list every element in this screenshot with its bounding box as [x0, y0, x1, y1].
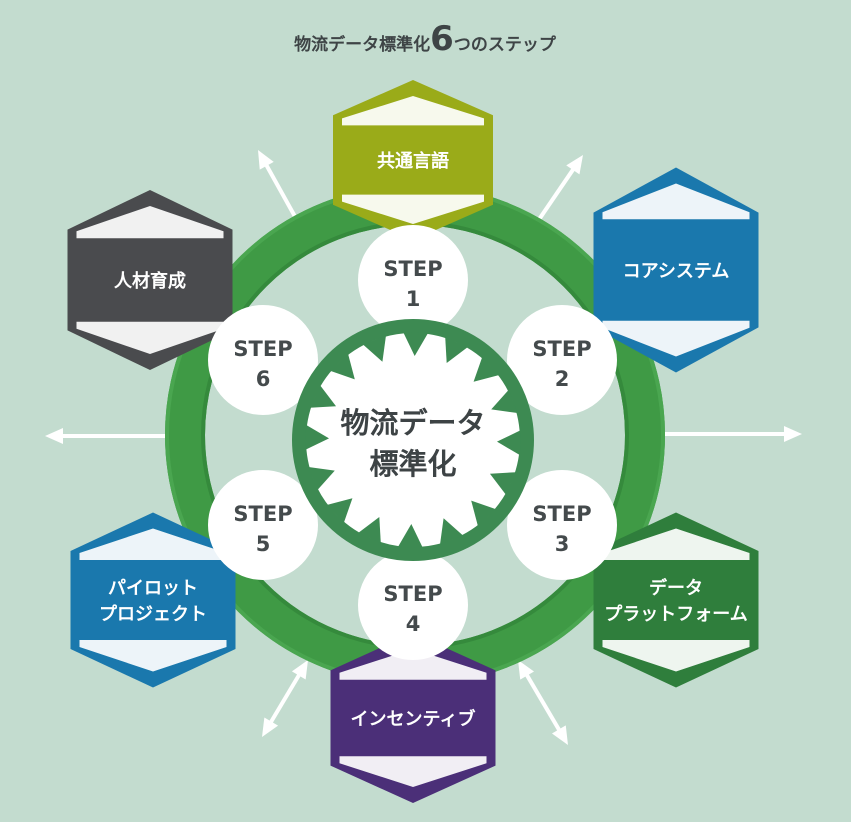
arrow-bottom-left	[262, 660, 308, 737]
gear-tooth	[358, 516, 381, 544]
step-2-number: 2	[555, 367, 570, 391]
hexagon-pilot-project-top-accent	[79, 528, 227, 560]
step-1: STEP 1	[358, 225, 468, 335]
arrow-left-head-start	[45, 428, 63, 444]
arrow-bottom-left-shaft	[267, 670, 303, 727]
gear-tooth	[305, 424, 330, 450]
arrow-top-left-head-start	[258, 150, 274, 170]
gear-tooth	[473, 357, 500, 382]
step-3-circle	[507, 470, 617, 580]
hexagon-incentive: インセンティブ	[330, 633, 496, 803]
title-suffix: つのステップ	[454, 34, 557, 55]
hexagon-data-platform-bottom-accent	[602, 640, 750, 672]
center-gear: 物流データ 標準化	[292, 319, 534, 561]
step-1-number: 1	[406, 287, 421, 311]
hexagon-pilot-project-band	[70, 568, 236, 632]
step-6-circle	[208, 305, 318, 415]
gear-tooth	[445, 336, 468, 364]
title-number: 6	[430, 19, 454, 59]
hexagon-group: 共通言語コアシステムデータプラットフォームインセンティブパイロットプロジェクト人…	[67, 80, 759, 803]
hexagon-common-language-bottom-accent	[342, 194, 484, 224]
step-4-number: 4	[406, 612, 421, 636]
arrow-bottom-left-head-end	[291, 660, 308, 680]
gear-tooth	[403, 332, 429, 357]
gear-tooth	[326, 498, 353, 523]
gear-tooth	[330, 353, 355, 380]
hexagon-talent-development-band	[67, 260, 233, 300]
arrow-bottom-right-head-start	[551, 725, 568, 745]
page-title: 物流データ標準化6つのステップ	[294, 19, 557, 59]
hexagon-core-system-label: コアシステム	[623, 261, 730, 282]
hexagon-common-language: 共通言語	[333, 80, 493, 240]
hexagon-talent-development-bottom-accent	[76, 321, 224, 354]
step-1-word: STEP	[383, 257, 442, 281]
hexagon-common-language-band	[333, 140, 493, 180]
step-5-word: STEP	[233, 502, 292, 526]
title-prefix: 物流データ標準化	[294, 34, 430, 55]
center-label-line1: 物流データ	[340, 406, 485, 440]
step-6-number: 6	[256, 367, 271, 391]
hexagon-incentive-band	[330, 698, 496, 738]
step-5-number: 5	[256, 532, 271, 556]
gear-tooth	[489, 472, 517, 495]
arrow-bottom-right-head-end	[518, 660, 535, 680]
hexagon-data-platform-label: プラットフォーム	[604, 603, 747, 625]
step-5-circle	[208, 470, 318, 580]
gear-tooth	[491, 389, 518, 413]
step-3-number: 3	[555, 532, 570, 556]
step-5: STEP 5	[208, 470, 318, 580]
arrow-bottom-left-head-start	[262, 717, 279, 737]
hexagon-incentive-top-accent	[339, 649, 487, 680]
hexagon-talent-development: 人材育成	[67, 190, 233, 370]
arrow-bottom-right-shaft	[523, 671, 563, 734]
hexagon-core-system-top-accent	[602, 183, 750, 220]
center-gear-face	[333, 360, 493, 520]
center-gear-teeth	[305, 332, 521, 548]
hexagon-pilot-project-bottom-accent	[79, 640, 227, 672]
arrow-top-right-head-start	[566, 155, 583, 175]
step-4-word: STEP	[383, 582, 442, 606]
hexagon-data-platform-label: データ	[649, 577, 703, 599]
hexagon-data-platform-band	[593, 568, 759, 632]
hexagon-core-system-band	[593, 250, 759, 290]
step-4-circle	[358, 550, 468, 660]
step-3: STEP 3	[507, 470, 617, 580]
step-2-circle	[507, 305, 617, 415]
arrow-right-head-end	[784, 426, 802, 442]
hexagon-pilot-project-label: プロジェクト	[99, 603, 207, 625]
arrow-bottom-right	[518, 660, 568, 745]
hexagon-pilot-project-label: パイロット	[108, 578, 198, 599]
hexagon-common-language-label: 共通言語	[377, 150, 449, 172]
gear-tooth	[309, 385, 337, 408]
hexagon-core-system: コアシステム	[593, 167, 759, 373]
center-label-line2: 標準化	[369, 447, 456, 481]
hexagon-incentive-bottom-accent	[339, 756, 487, 787]
step-3-word: STEP	[532, 502, 591, 526]
step-6-word: STEP	[233, 337, 292, 361]
hexagon-data-platform-top-accent	[602, 528, 750, 560]
hexagon-talent-development-top-accent	[76, 206, 224, 239]
step-2: STEP 2	[507, 305, 617, 415]
gear-tooth	[308, 467, 335, 491]
step-4: STEP 4	[358, 550, 468, 660]
gear-tooth	[496, 430, 521, 456]
arrow-top-right-shaft	[531, 165, 577, 230]
hexagon-core-system-bottom-accent	[602, 320, 750, 357]
step-6: STEP 6	[208, 305, 318, 415]
gear-tooth	[440, 518, 464, 545]
step-1-circle	[358, 225, 468, 335]
step-2-word: STEP	[532, 337, 591, 361]
hexagon-talent-development-label: 人材育成	[114, 270, 186, 292]
gear-tooth	[362, 335, 386, 362]
gear-tooth	[471, 500, 496, 527]
hexagon-incentive-label: インセンティブ	[351, 708, 476, 730]
hexagon-common-language-top-accent	[342, 96, 484, 126]
gear-tooth	[397, 523, 423, 548]
